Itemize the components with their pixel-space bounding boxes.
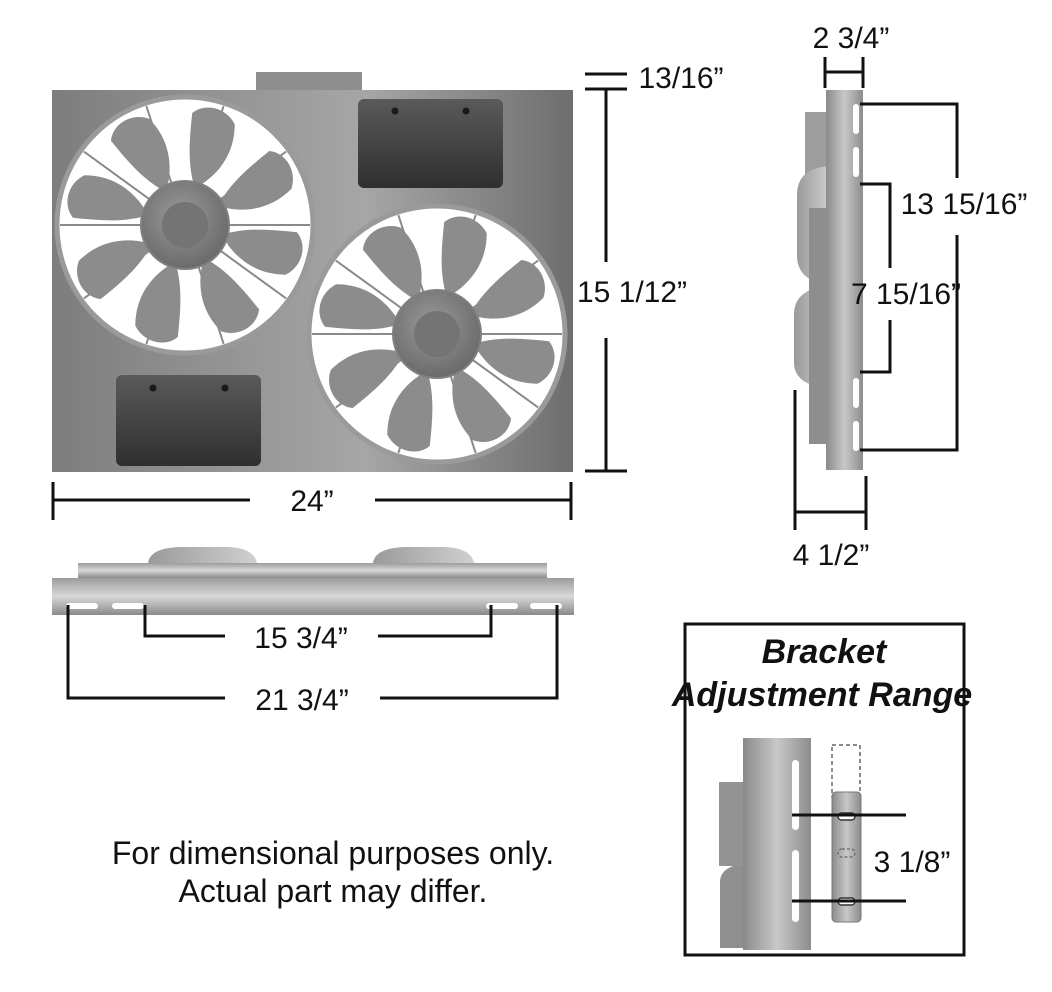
- side-top-dimension: 2 3/4”: [813, 22, 890, 88]
- bracket-hole: [221, 384, 229, 392]
- mounting-bracket-lower: [116, 375, 261, 466]
- bracket-box-title-line2: Adjustment Range: [671, 676, 972, 714]
- slot: [66, 603, 98, 609]
- height-label: 15 1/12”: [577, 276, 687, 309]
- slot: [112, 603, 144, 609]
- front-view: [52, 72, 573, 472]
- shroud-profile: [719, 782, 745, 866]
- fan-right: [306, 203, 568, 465]
- slot: [853, 147, 859, 177]
- bracket-range-label: 3 1/8”: [874, 846, 951, 879]
- shroud-top-tab: [256, 72, 362, 92]
- fan-blade: [441, 216, 487, 298]
- fan-blade: [67, 175, 149, 221]
- bracket-box-title-line1: Bracket: [762, 633, 888, 671]
- mounting-bracket-upper: [358, 99, 503, 188]
- bottom-inner-dimension: 15 3/4”: [143, 605, 493, 655]
- bottom-inner-label: 15 3/4”: [254, 622, 347, 655]
- side-shroud: [809, 208, 831, 444]
- bottom-outer-dimension: 21 3/4”: [66, 605, 559, 717]
- fan-blade: [469, 259, 545, 319]
- bracket-hole: [149, 384, 157, 392]
- slot: [792, 760, 799, 830]
- bracket-adjustment-box: Bracket Adjustment Range 3 1/8”: [671, 622, 972, 957]
- disclaimer-note: For dimensional purposes only. Actual pa…: [112, 835, 554, 909]
- fan-blade: [473, 338, 555, 384]
- slot: [486, 603, 518, 609]
- fan-blade: [319, 284, 401, 330]
- bottom-view: [52, 547, 574, 615]
- side-view: [794, 90, 863, 470]
- fan-blade: [452, 366, 512, 442]
- bracket-profile: [743, 738, 811, 950]
- shroud-edge: [78, 563, 547, 578]
- fan-spoke: [472, 359, 539, 409]
- fan-spoke: [335, 259, 402, 309]
- fan-spoke: [83, 150, 150, 200]
- motor-profile: [720, 864, 744, 948]
- fan-blade: [387, 370, 433, 452]
- side-depth-dimension: 4 1/2”: [793, 390, 870, 572]
- side-inner-label: 7 15/16”: [851, 278, 961, 311]
- fan-blade: [217, 150, 293, 210]
- disclaimer-line1: For dimensional purposes only.: [112, 835, 554, 871]
- fan-spoke: [220, 250, 287, 300]
- slot: [853, 421, 859, 451]
- motor-dome-left: [148, 547, 257, 563]
- fan-blade: [329, 349, 405, 409]
- bracket-hole: [462, 107, 470, 115]
- width-dimension: 24”: [51, 482, 573, 520]
- strap-hole-ghost: [837, 848, 856, 858]
- slot: [853, 104, 859, 134]
- bracket-hole: [391, 107, 399, 115]
- side-outer-label: 13 15/16”: [901, 188, 1028, 221]
- side-inner-dimension: 7 15/16”: [851, 182, 961, 374]
- tab-dimension: 13/16”: [585, 62, 724, 95]
- fan-blade: [135, 261, 181, 343]
- fan-hub-center: [414, 311, 460, 357]
- side-outer-dimension: 13 15/16”: [860, 102, 1028, 452]
- height-dimension: 15 1/12”: [577, 87, 687, 473]
- slot: [530, 603, 562, 609]
- fan-blade: [200, 257, 260, 333]
- slot: [853, 378, 859, 408]
- fan-blade: [110, 117, 170, 193]
- fan-left: [54, 94, 316, 356]
- bottom-outer-label: 21 3/4”: [255, 684, 348, 717]
- fan-blade: [77, 240, 153, 300]
- width-label: 24”: [290, 485, 333, 518]
- slot: [792, 850, 799, 922]
- side-depth-label: 4 1/2”: [793, 539, 870, 572]
- side-top-label: 2 3/4”: [813, 22, 890, 55]
- disclaimer-line2: Actual part may differ.: [179, 873, 488, 909]
- fan-hub-center: [162, 202, 208, 248]
- fan-blade: [221, 229, 303, 275]
- fan-blade: [362, 226, 422, 302]
- tab-label: 13/16”: [638, 62, 723, 95]
- bracket-bar: [52, 578, 574, 615]
- fan-blade: [189, 107, 235, 189]
- motor-dome-right: [373, 547, 474, 563]
